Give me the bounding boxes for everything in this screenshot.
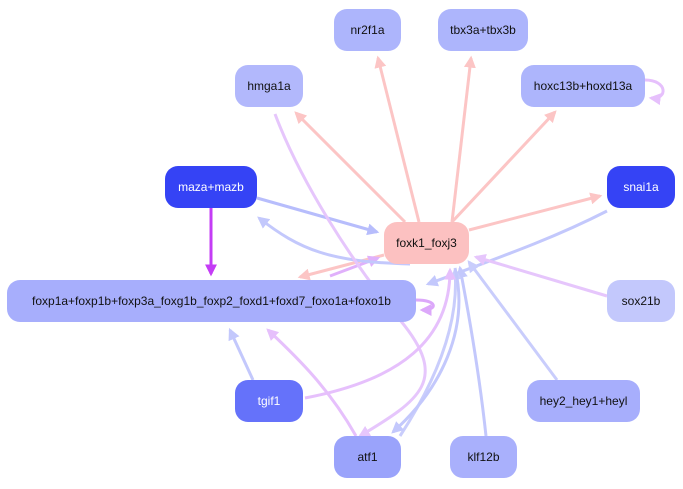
- edge-foxk1-to-hoxc13b: [450, 110, 557, 224]
- node-label: nr2f1a: [350, 23, 385, 37]
- edge-foxk1-to-nr2f1a: [374, 55, 421, 223]
- node-hey2[interactable]: hey2_hey1+heyl: [527, 380, 640, 422]
- node-atf1[interactable]: atf1: [334, 436, 401, 478]
- node-maza[interactable]: maza+mazb: [165, 166, 257, 208]
- edge-hoxc13b-to-hoxc13b: [644, 78, 665, 106]
- node-label: hmga1a: [247, 79, 291, 93]
- node-sox21b[interactable]: sox21b: [607, 280, 675, 322]
- node-label: foxp1a+foxp1b+foxp3a_foxg1b_foxp2_foxd1+…: [32, 294, 391, 308]
- edge-foxk1-to-hmga1a: [294, 111, 407, 224]
- edge-snai1a-to-foxp1a: [415, 298, 435, 316]
- node-foxk1[interactable]: foxk1_foxj3: [384, 222, 469, 264]
- node-tgif1[interactable]: tgif1: [235, 380, 303, 422]
- edge-atf1-to-foxk1: [391, 267, 461, 434]
- edge-tgif1-to-foxk1: [228, 327, 255, 381]
- edge-hey2-to-foxk1: [455, 265, 488, 437]
- node-hoxc13b[interactable]: hoxc13b+hoxd13a: [521, 65, 645, 107]
- node-label: atf1: [357, 450, 378, 464]
- node-label: hey2_hey1+heyl: [539, 394, 628, 408]
- edge-maza-to-foxk1: [256, 196, 380, 236]
- node-label: sox21b: [621, 294, 661, 308]
- node-label: foxk1_foxj3: [396, 236, 457, 250]
- edge-foxk1-to-tbx3a: [450, 55, 476, 223]
- node-tbx3a[interactable]: tbx3a+tbx3b: [438, 9, 528, 51]
- node-snai1a[interactable]: snai1a: [607, 166, 675, 208]
- node-label: snai1a: [623, 180, 659, 194]
- node-hmga1a[interactable]: hmga1a: [235, 65, 303, 107]
- edge-tgif1-to-foxp1a: [266, 328, 358, 437]
- node-label: tbx3a+tbx3b: [450, 23, 516, 37]
- node-label: maza+mazb: [178, 180, 244, 194]
- node-label: klf12b: [467, 450, 500, 464]
- edge-foxk1-to-snai1a: [468, 192, 603, 232]
- node-klf12b[interactable]: klf12b: [450, 436, 517, 478]
- node-nr2f1a[interactable]: nr2f1a: [334, 9, 401, 51]
- edge-klf12b-to-foxk1: [398, 267, 462, 437]
- edge-sox21b-to-foxk1: [467, 260, 559, 381]
- node-label: tgif1: [257, 394, 281, 408]
- node-foxp1a[interactable]: foxp1a+foxp1b+foxp3a_foxg1b_foxp2_foxd1+…: [7, 280, 416, 322]
- edge-hmga1a-to-atf1: [473, 253, 608, 298]
- edge-foxp1a-to-foxk1: [257, 216, 411, 266]
- edge-foxk1-to-atf1: [304, 267, 456, 400]
- node-label: hoxc13b+hoxd13a: [533, 79, 633, 93]
